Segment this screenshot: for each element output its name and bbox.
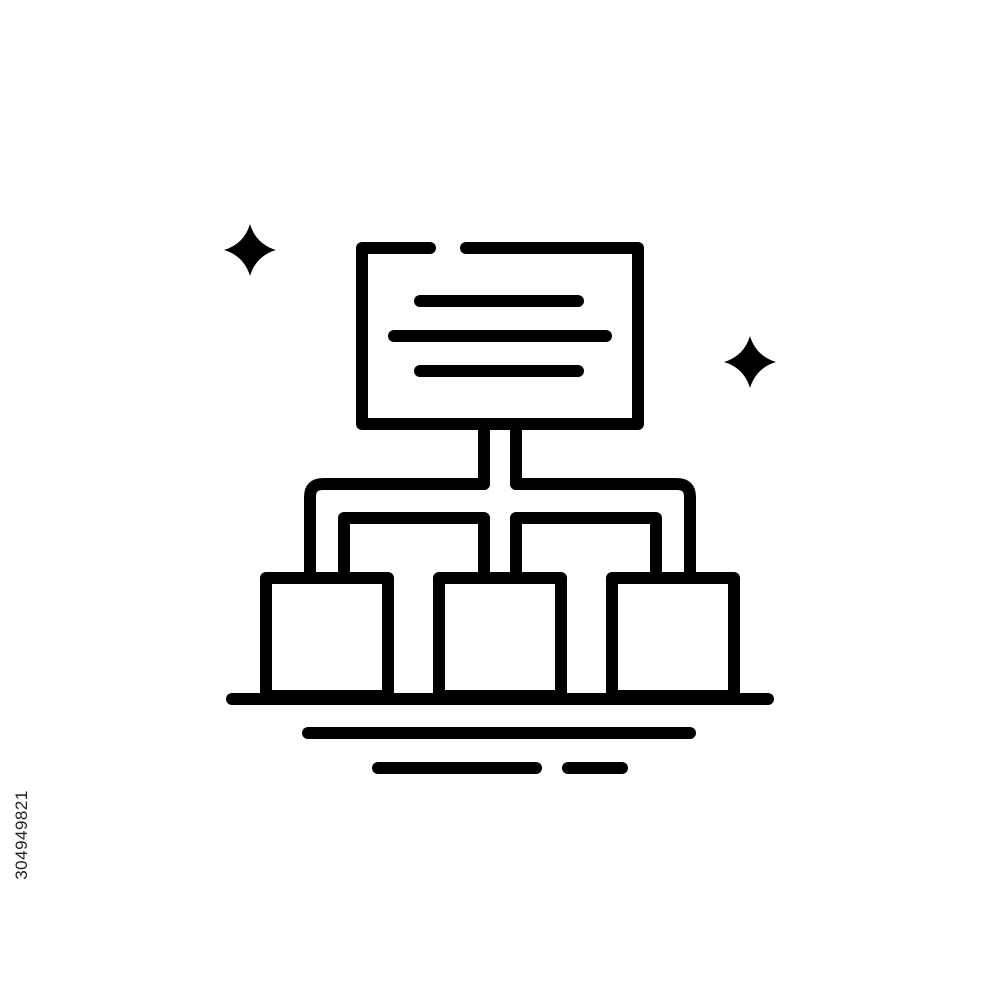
stock-id-text: 304949821 [12,790,31,880]
sparkle-icon [224,224,276,276]
document-card-outline [356,242,644,430]
child-box-middle [433,572,567,702]
child-box-left [260,572,394,702]
connector-outer-right [510,478,696,584]
child-box-right [606,572,740,702]
connector-trunk [478,418,522,490]
connector-outer-left [304,478,490,584]
stock-id-watermark: 304949821 [8,760,36,910]
sparkle-icon [724,336,776,388]
connector-inner-left [338,512,490,584]
connector-inner-right [510,512,662,584]
